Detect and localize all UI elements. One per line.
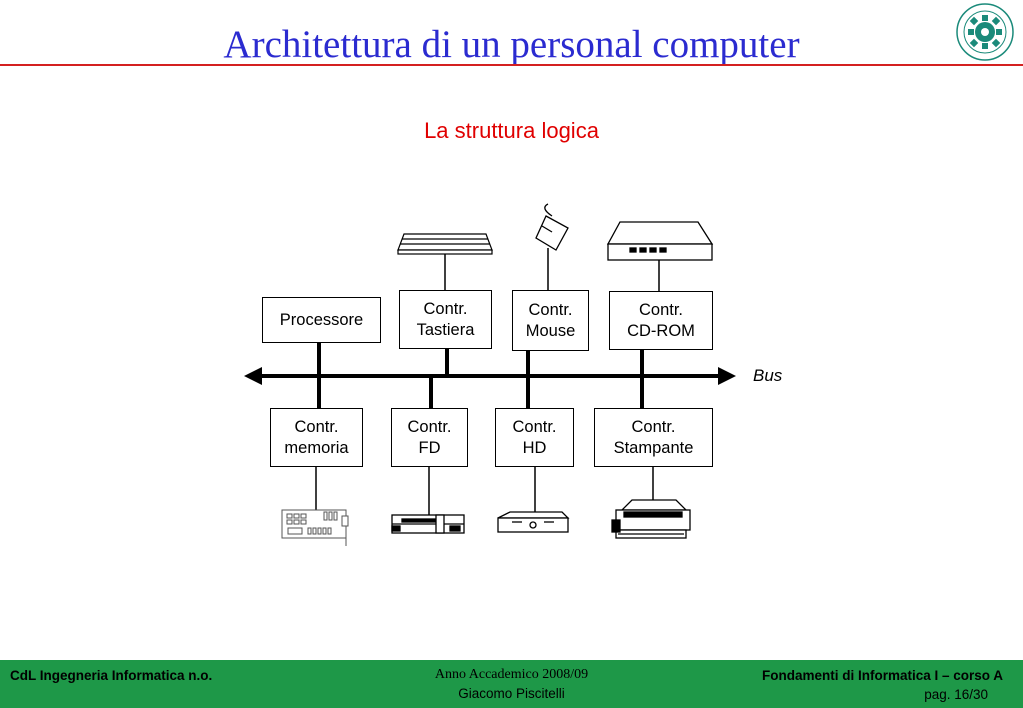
hard-disk-icon — [497, 511, 570, 533]
footer-author: Giacomo Piscitelli — [458, 686, 565, 701]
page-title: Architettura di un personal computer — [223, 23, 800, 66]
box-contr-cdrom: Contr. CD-ROM — [609, 291, 713, 350]
bus-arrow-right — [718, 367, 736, 385]
box-line1: Contr. — [631, 417, 676, 436]
box-line1: Contr. — [528, 300, 573, 319]
box-line2: CD-ROM — [627, 321, 695, 340]
box-line1: Contr. — [294, 417, 339, 436]
footer-subject: Fondamenti di Informatica I – corso A — [761, 668, 1003, 683]
box-contr-memoria: Contr. memoria — [270, 408, 363, 467]
title-divider — [0, 64, 1023, 66]
box-line2: memoria — [284, 438, 349, 457]
box-line2: FD — [418, 438, 441, 457]
bus-arrow-left — [244, 367, 262, 385]
box-contr-hd: Contr. HD — [495, 408, 574, 467]
memory-card-icon — [281, 509, 349, 546]
box-line2: HD — [522, 438, 547, 457]
box-line1: Contr. — [423, 299, 468, 318]
box-processore: Processore — [262, 297, 381, 343]
slide-subtitle: La struttura logica — [424, 118, 599, 143]
footer-academic-year: Anno Accademico 2008/09 — [434, 667, 589, 682]
bus-label: Bus — [753, 366, 783, 385]
box-contr-mouse: Contr. Mouse — [512, 290, 589, 351]
printer-icon — [611, 499, 691, 539]
box-contr-fd: Contr. FD — [391, 408, 468, 467]
keyboard-icon — [397, 233, 493, 255]
box-line1: Contr. — [512, 417, 557, 436]
footer-bar — [0, 660, 1023, 708]
box-line2: Mouse — [525, 321, 576, 340]
box-line2: Tastiera — [416, 320, 475, 339]
architecture-diagram — [244, 203, 736, 546]
box-line2: Stampante — [613, 438, 694, 457]
footer-page-number: pag. 16/30 — [924, 687, 988, 702]
cdrom-icon — [606, 221, 714, 261]
footer-course: CdL Ingegneria Informatica n.o. — [10, 668, 213, 683]
box-line1: Contr. — [407, 417, 452, 436]
box-line1: Contr. — [638, 300, 684, 319]
floppy-drive-icon — [391, 514, 465, 534]
box-contr-tastiera: Contr. Tastiera — [399, 290, 492, 349]
box-contr-stampante: Contr. Stampante — [594, 408, 713, 467]
mouse-icon — [535, 203, 569, 251]
university-seal-icon — [956, 3, 1014, 61]
box-line1: Processore — [279, 310, 364, 329]
